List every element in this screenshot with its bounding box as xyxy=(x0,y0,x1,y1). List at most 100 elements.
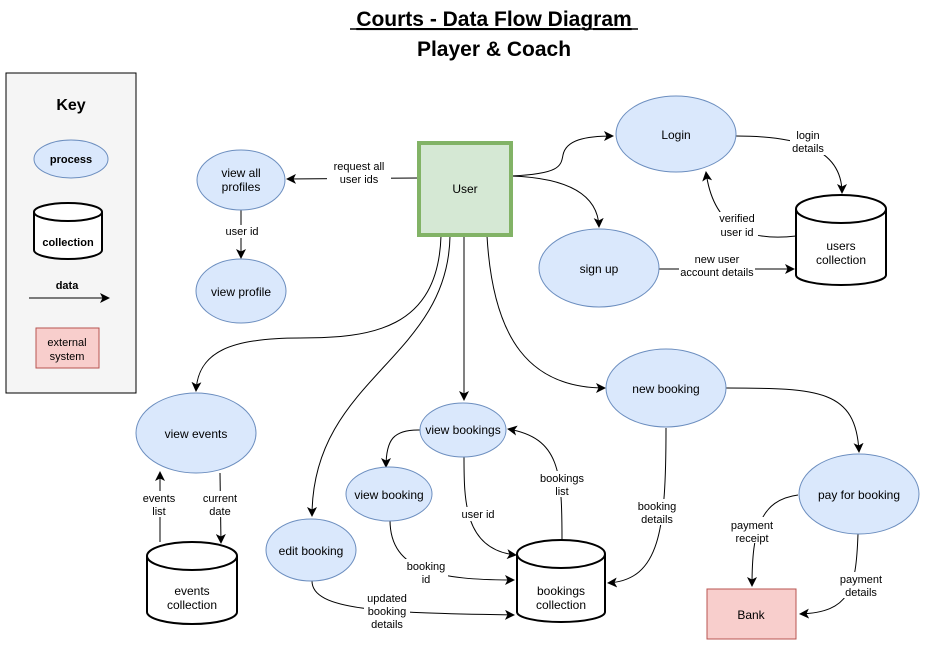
login-process xyxy=(615,95,737,173)
flow-view-bookings-to-view-booking xyxy=(381,429,422,468)
label-events-list-1: events xyxy=(143,493,176,505)
label-updated-booking-details-3: details xyxy=(371,619,403,631)
key-external-label-1: external xyxy=(47,337,86,349)
label-bg xyxy=(836,572,886,598)
label-booking-details-1: booking xyxy=(638,501,677,513)
edit-booking-process xyxy=(265,518,357,582)
key-external-shape xyxy=(35,327,100,369)
label-bg xyxy=(404,559,448,585)
bank-label: Bank xyxy=(737,608,765,622)
view-bookings-label: view bookings xyxy=(425,423,500,437)
users-collection-label-1: users xyxy=(826,239,855,253)
label-payment-receipt-2: receipt xyxy=(735,533,768,545)
flow-user-to-view-events xyxy=(191,235,442,392)
flow-login-details xyxy=(735,135,847,194)
pay-for-booking-process xyxy=(798,453,920,535)
flow-user-to-edit-booking xyxy=(307,235,451,517)
flow-booking-details xyxy=(607,427,667,588)
label-bg xyxy=(716,212,758,238)
label-payment-details-1: payment xyxy=(840,574,882,586)
sign-up-process xyxy=(538,228,660,308)
label-payment-details-2: details xyxy=(845,587,877,599)
label-bg xyxy=(727,517,777,543)
users-collection-label-2: collection xyxy=(816,253,866,267)
new-booking-process xyxy=(605,348,727,428)
user-node xyxy=(417,141,513,237)
view-booking-process xyxy=(345,466,433,522)
edit-booking-label: edit booking xyxy=(279,544,344,558)
label-bg xyxy=(679,253,755,279)
events-collection-top xyxy=(146,541,238,571)
pay-for-booking-label: pay for booking xyxy=(818,488,900,502)
label-verified-user-id-1: verified xyxy=(719,213,754,225)
flow-user-to-sign-up xyxy=(510,175,604,228)
label-bg xyxy=(457,507,499,521)
label-payment-receipt-1: payment xyxy=(731,520,773,532)
label-current-date-2: date xyxy=(209,506,230,518)
flow-user-to-new-booking xyxy=(486,235,606,393)
flow-updated-booking-details xyxy=(311,580,515,620)
login-process-label: Login xyxy=(661,128,690,142)
label-bg xyxy=(222,225,262,238)
users-collection-top xyxy=(795,194,887,224)
flow-labels: request all user ids user id login detai… xyxy=(140,129,886,631)
nodes: User Login sign up users collection view… xyxy=(135,95,920,640)
key-heading: Key xyxy=(56,97,85,114)
label-bookings-list-2: list xyxy=(555,486,568,498)
key-external-label-2: system xyxy=(50,351,85,363)
view-all-profiles-label-2: profiles xyxy=(222,180,261,194)
label-bg xyxy=(199,491,241,517)
bookings-collection-top xyxy=(516,539,606,569)
diagram-title: Courts - Data Flow Diagram xyxy=(356,8,631,31)
label-bookings-list-1: bookings xyxy=(540,473,585,485)
flow-new-booking-to-pay xyxy=(725,387,864,453)
label-booking-id-2: id xyxy=(422,574,431,586)
flow-user-to-login xyxy=(510,131,614,177)
view-profile-process xyxy=(195,258,287,324)
label-current-date-1: current xyxy=(203,493,237,505)
view-bookings-process xyxy=(419,402,507,458)
view-all-profiles-label-1: view all xyxy=(221,166,260,180)
sign-up-process-label: sign up xyxy=(580,262,619,276)
events-collection-label-2: collection xyxy=(167,598,217,612)
key-collection-body xyxy=(33,212,103,260)
new-booking-label: new booking xyxy=(632,382,699,396)
bookings-collection-label-2: collection xyxy=(536,598,586,612)
flow-bookings-list xyxy=(507,425,563,541)
label-request-all-user-ids-1: request all xyxy=(334,161,385,173)
flow-user-id-to-bookings xyxy=(463,456,517,560)
users-collection-body xyxy=(795,209,887,286)
key-legend: Key process collection data external sys… xyxy=(5,72,137,394)
label-bg xyxy=(327,158,391,186)
view-all-profiles-process xyxy=(196,149,286,211)
label-request-all-user-ids-2: user ids xyxy=(340,174,379,186)
bookings-collection-body xyxy=(516,554,606,623)
label-verified-user-id-2: user id xyxy=(720,227,753,239)
user-node-label: User xyxy=(452,182,477,196)
label-events-list-2: list xyxy=(152,506,165,518)
view-profile-label: view profile xyxy=(211,285,271,299)
label-user-id-profile: user id xyxy=(225,226,258,238)
events-collection-label-1: events xyxy=(174,584,209,598)
label-new-user-account-details-1: new user xyxy=(695,254,740,266)
view-events-process xyxy=(135,392,257,474)
label-bg xyxy=(790,129,826,155)
key-data-label: data xyxy=(56,280,80,292)
view-booking-label: view booking xyxy=(354,488,423,502)
label-new-user-account-details-2: account details xyxy=(680,267,754,279)
label-booking-details-2: details xyxy=(641,514,673,526)
label-login-details-2: details xyxy=(792,143,824,155)
label-updated-booking-details-1: updated xyxy=(367,593,407,605)
label-bg xyxy=(364,591,410,631)
bank-external-system xyxy=(706,588,797,640)
events-collection-body xyxy=(146,556,238,625)
key-collection-label: collection xyxy=(42,237,94,249)
diagram-subtitle: Player & Coach xyxy=(417,38,571,61)
label-bg xyxy=(140,491,178,517)
label-booking-id-1: booking xyxy=(407,561,446,573)
label-user-id-bookings: user id xyxy=(461,509,494,521)
key-collection-top xyxy=(33,202,103,222)
key-process-label: process xyxy=(50,154,92,166)
label-bg xyxy=(635,499,679,525)
